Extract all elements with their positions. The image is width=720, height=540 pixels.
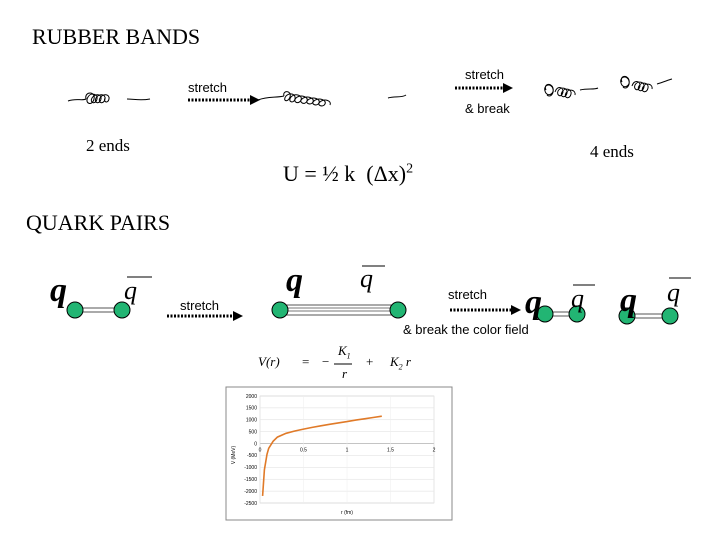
y-tick-label: 0	[254, 441, 257, 447]
y-tick-label: -2500	[244, 501, 257, 507]
y-tick-label: -1000	[244, 465, 257, 471]
x-tick-label: 1.5	[387, 448, 394, 454]
x-tick-label: 0.5	[300, 448, 307, 454]
x-tick-label: 0	[259, 448, 262, 454]
y-tick-label: 2000	[246, 394, 257, 400]
y-tick-label: -2000	[244, 489, 257, 495]
y-tick-label: 1000	[246, 418, 257, 424]
y-tick-label: -1500	[244, 477, 257, 483]
y-tick-label: 1500	[246, 406, 257, 412]
x-tick-label: 2	[433, 448, 436, 454]
y-tick-label: 500	[249, 429, 258, 435]
x-axis-label: r (fm)	[341, 510, 353, 516]
y-axis-label: V (MeV)	[231, 446, 237, 465]
x-tick-label: 1	[346, 448, 349, 454]
y-tick-label: -500	[247, 453, 257, 459]
